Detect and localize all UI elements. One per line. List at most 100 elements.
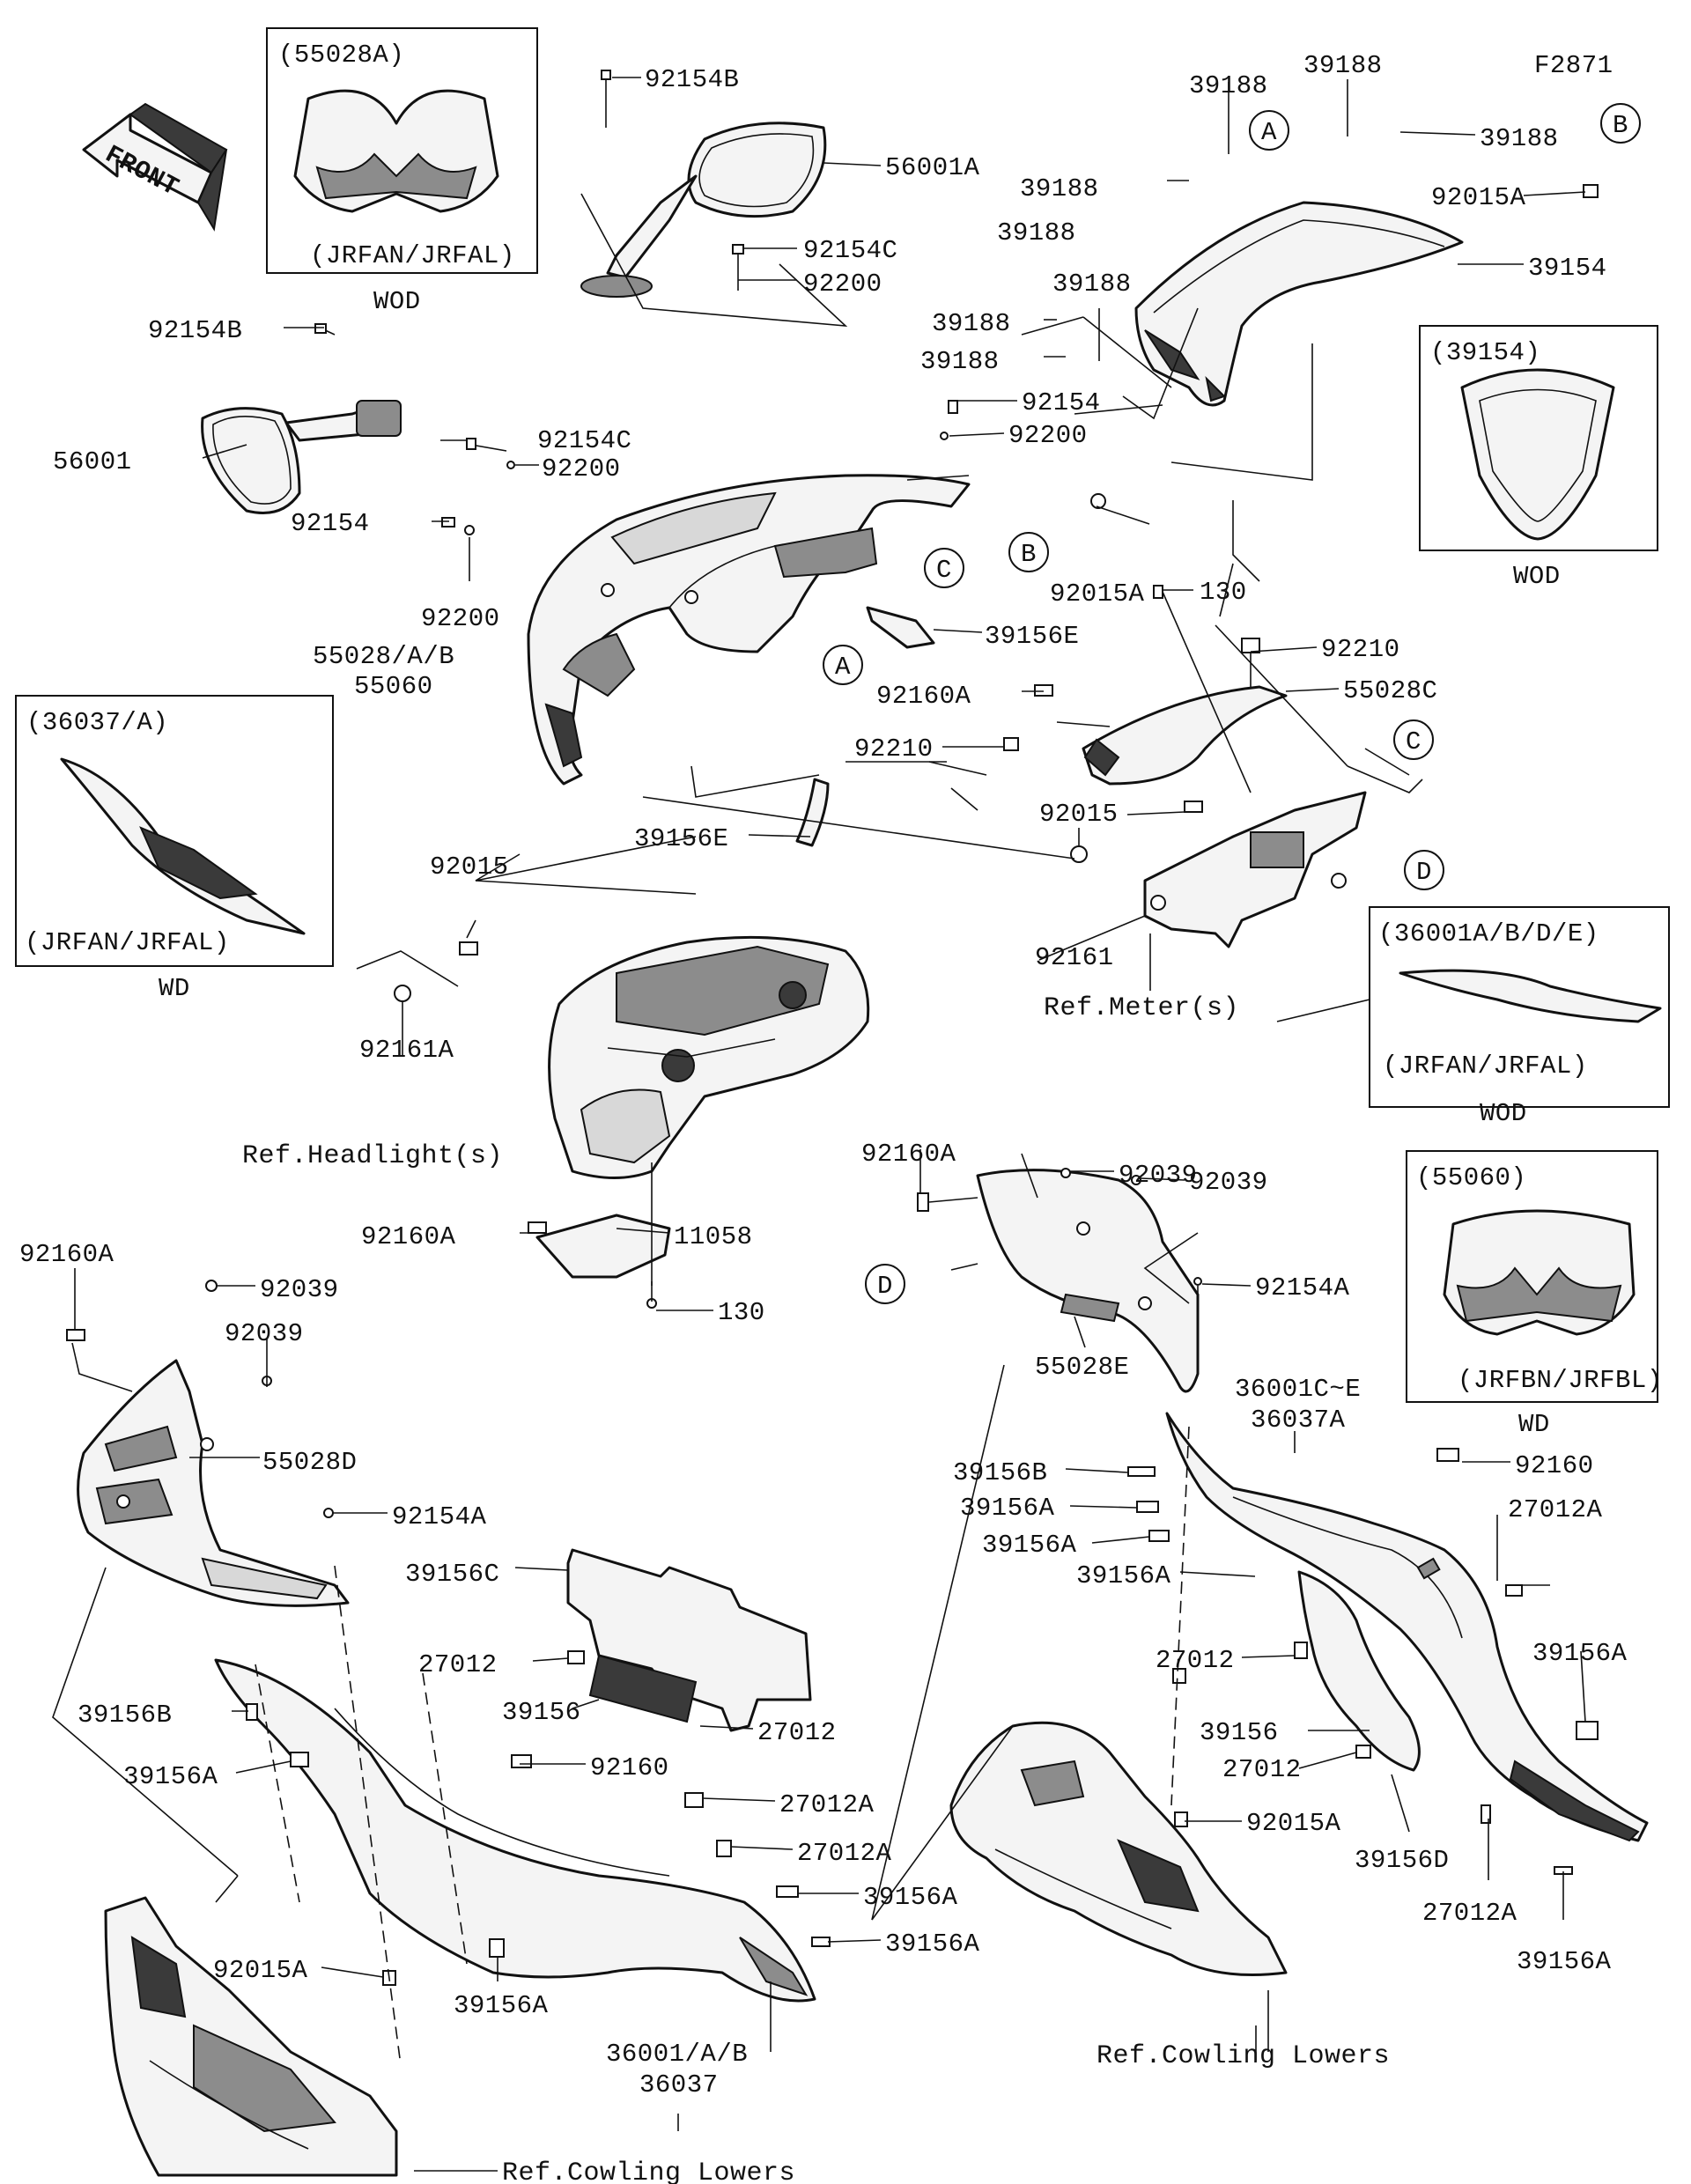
part-label: 92154A: [392, 1502, 487, 1531]
strip-39156e-a: [866, 606, 935, 649]
ref-headlight: Ref.Headlight(s): [242, 1141, 503, 1171]
part-label: 92160A: [19, 1240, 114, 1269]
part-label: 92160A: [876, 682, 971, 711]
meter-bracket: [1143, 791, 1367, 948]
part-label: 55028E: [1035, 1353, 1129, 1382]
part-label: 92039: [260, 1275, 339, 1304]
part-label: 92154C: [537, 426, 631, 455]
fasteners: [66, 70, 1599, 1986]
part-label: 27012: [418, 1650, 498, 1679]
part-label: 39188: [1020, 174, 1099, 203]
inset-36037-models: (JRFAN/JRFAL): [25, 928, 230, 957]
inset-cowl-55028a: (55028A) (JRFAN/JRFAL) WOD: [266, 27, 538, 316]
ref-meter: Ref.Meter(s): [1044, 993, 1239, 1023]
part-label: 27012: [1156, 1646, 1235, 1675]
inset-39154-part: (39154): [1430, 338, 1540, 367]
part-label: 92200: [421, 604, 500, 633]
callout-c-mid: C: [924, 548, 964, 588]
part-label: 92015A: [1431, 183, 1526, 212]
windshield-39154: [1134, 201, 1464, 407]
inset-55028a-color: WOD: [373, 287, 421, 316]
part-labels: 92154B 56001A 92154C 92200 92154B 56001 …: [19, 51, 1627, 2099]
part-label: 92160A: [361, 1222, 456, 1251]
callout-b-top: B: [1600, 103, 1641, 144]
inset-36001-color: WOD: [1480, 1099, 1527, 1128]
part-label: 92160: [590, 1753, 669, 1782]
inset-36001-part: (36001A/B/D/E): [1378, 919, 1599, 948]
part-label: 39156E: [634, 824, 728, 853]
part-label: 39188: [1052, 269, 1132, 299]
inset-cover-36001: (36001A/B/D/E) (JRFAN/JRFAL) WOD: [1369, 906, 1670, 1128]
part-label: 55060: [354, 672, 433, 701]
part-label: 39188: [1189, 71, 1268, 100]
part-label: 27012A: [779, 1790, 875, 1819]
side-panel-36001-left: [214, 1658, 816, 2003]
leader-lines: [52, 77, 1586, 2172]
upper-cowl-55028: [527, 474, 971, 786]
strip-39156e-b: [795, 778, 830, 847]
mirror-56001: [201, 400, 402, 514]
part-label: 39154: [1528, 254, 1607, 283]
callout-a-top-text: A: [1261, 118, 1277, 147]
callout-d-right: D: [1404, 850, 1444, 890]
inset-shroud-36037: (36037/A) (JRFAN/JRFAL) WD: [15, 695, 334, 1003]
part-label: 36001C~E: [1235, 1375, 1361, 1404]
part-label: 130: [718, 1298, 765, 1327]
plate-39156c: [566, 1548, 812, 1732]
callout-c-mid-text: C: [936, 556, 952, 585]
part-label: 92200: [542, 454, 621, 483]
part-label: 39156A: [123, 1762, 218, 1791]
part-label: 39156A: [454, 1991, 549, 2020]
part-label: 39188: [1303, 51, 1383, 80]
part-label: 55028C: [1343, 676, 1437, 705]
side-cowl-55028d: [77, 1359, 350, 1607]
part-label: 56001A: [885, 153, 980, 182]
part-label: 27012: [1222, 1755, 1302, 1784]
headlight-assembly: [548, 935, 870, 1179]
part-label: 92015A: [1246, 1809, 1341, 1838]
ref-cowling-lowers-right: Ref.Cowling Lowers: [1097, 2041, 1390, 2071]
part-label: 92161A: [359, 1036, 454, 1065]
part-label: 92154B: [645, 65, 739, 94]
callout-b-mid-text: B: [1021, 540, 1037, 569]
callout-a-mid-text: A: [835, 653, 851, 682]
strip-39156: [588, 1654, 698, 1723]
callout-c-right: C: [1393, 719, 1434, 760]
inset-55060-color: WD: [1518, 1410, 1550, 1439]
part-label: 56001: [53, 447, 132, 476]
part-label: 92015A: [1050, 579, 1145, 609]
part-label: 39188: [932, 309, 1011, 338]
part-label: 92039: [1119, 1161, 1198, 1190]
part-label: 39156C: [405, 1560, 499, 1589]
callout-a-top: A: [1249, 110, 1289, 151]
ref-cowling-lowers-left: Ref.Cowling Lowers: [502, 2158, 795, 2184]
inset-55028a-part: (55028A): [278, 41, 404, 70]
part-label: 92015A: [213, 1956, 308, 1985]
callout-b-top-text: B: [1613, 111, 1628, 140]
duct-panel-55028e: [976, 1169, 1200, 1393]
part-label: 92154B: [148, 316, 242, 345]
part-label: 39156A: [982, 1531, 1077, 1560]
side-panel-36001c-right: [1165, 1412, 1649, 1842]
callout-d-right-text: D: [1416, 858, 1432, 887]
inset-55060-part: (55060): [1416, 1163, 1526, 1192]
part-label: 92160: [1515, 1451, 1594, 1480]
part-label: 39156: [1200, 1718, 1279, 1747]
inset-55060-models: (JRFBN/JRFBL): [1458, 1366, 1663, 1395]
part-label: 92210: [854, 734, 934, 764]
part-label: 27012A: [1422, 1899, 1517, 1928]
part-label: 39156B: [953, 1458, 1047, 1487]
part-label: 92154C: [803, 236, 897, 265]
part-label: 92161: [1035, 943, 1114, 972]
part-label: 27012: [757, 1718, 837, 1747]
inset-cowl-55060: (55060) (JRFBN/JRFBL) WD: [1406, 1150, 1663, 1439]
part-label: 36037: [639, 2070, 719, 2099]
part-label: 11058: [674, 1222, 753, 1251]
part-label: 92210: [1321, 635, 1400, 664]
inset-36037-part: (36037/A): [26, 708, 168, 737]
part-label: 39156A: [1076, 1561, 1171, 1590]
callout-d-mid: D: [865, 1264, 905, 1304]
inset-55028a-models: (JRFAN/JRFAL): [310, 241, 515, 270]
part-label: 27012A: [797, 1839, 892, 1868]
